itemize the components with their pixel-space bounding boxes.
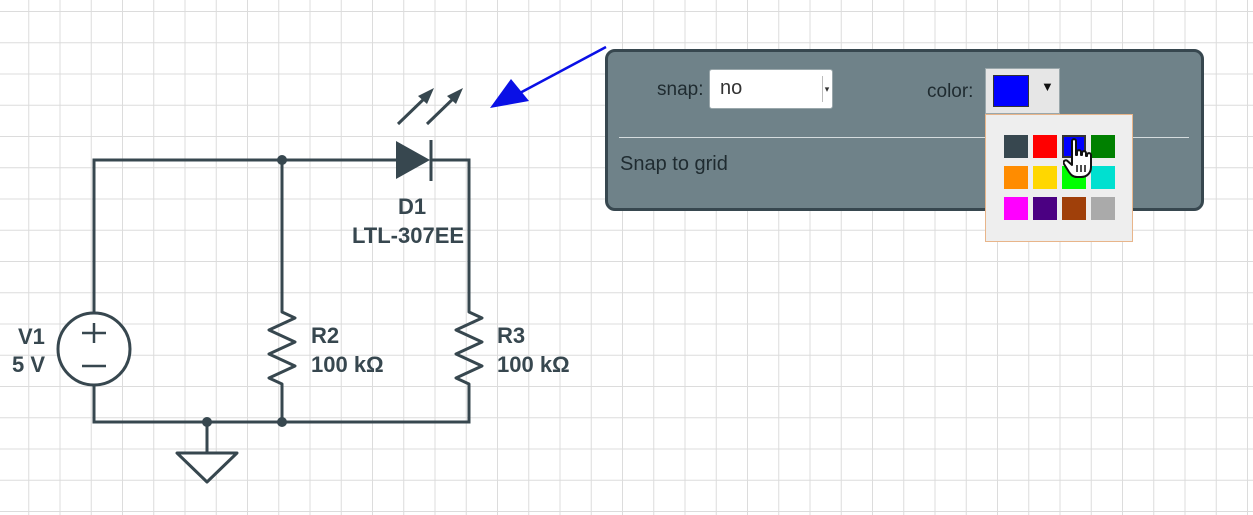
select-arrow-icon: ▾ (822, 76, 831, 102)
r2-name-label: R2 (311, 323, 339, 348)
d1-part-label: LTL-307EE (352, 223, 464, 248)
v1-name-label: V1 (18, 324, 45, 349)
snap-select-value: no (720, 77, 743, 99)
snap-select[interactable]: no ▾ (709, 69, 833, 109)
led-d1[interactable] (396, 88, 463, 181)
d1-name-label: D1 (398, 194, 426, 219)
color-swatch-brown[interactable] (1062, 197, 1086, 220)
annotation-arrow (490, 45, 607, 108)
color-label: color: (927, 81, 974, 102)
hand-cursor-icon (1063, 138, 1092, 178)
junction-dot (202, 417, 212, 427)
color-picker-button[interactable]: ▼ (985, 68, 1060, 114)
junction-dot (277, 155, 287, 165)
color-swatch-green[interactable] (1091, 135, 1115, 158)
snap-label: snap: (657, 79, 704, 100)
junction-dot (277, 417, 287, 427)
r2-value-label: 100 kΩ (311, 352, 384, 377)
r3-name-label: R3 (497, 323, 525, 348)
color-swatch-indigo[interactable] (1033, 197, 1057, 220)
ground-symbol[interactable] (175, 451, 239, 484)
selected-color-swatch (993, 75, 1029, 107)
resistor-r2[interactable] (267, 306, 297, 390)
v1-value-label: 5 V (12, 352, 45, 377)
color-swatch-light-gray[interactable] (1091, 197, 1115, 220)
panel-divider (619, 137, 1189, 138)
voltage-source-v1[interactable] (56, 311, 132, 387)
caret-down-icon: ▼ (1041, 79, 1054, 94)
color-swatch-magenta[interactable] (1004, 197, 1028, 220)
color-swatch-red[interactable] (1033, 135, 1057, 158)
resistor-r3[interactable] (454, 306, 484, 390)
color-swatch-gold[interactable] (1033, 166, 1057, 189)
color-palette-popup (985, 114, 1133, 242)
color-swatch-orange[interactable] (1004, 166, 1028, 189)
snap-description: Snap to grid (620, 153, 728, 175)
color-swatch-dark-gray[interactable] (1004, 135, 1028, 158)
r3-value-label: 100 kΩ (497, 352, 570, 377)
color-swatch-turquoise[interactable] (1091, 166, 1115, 189)
